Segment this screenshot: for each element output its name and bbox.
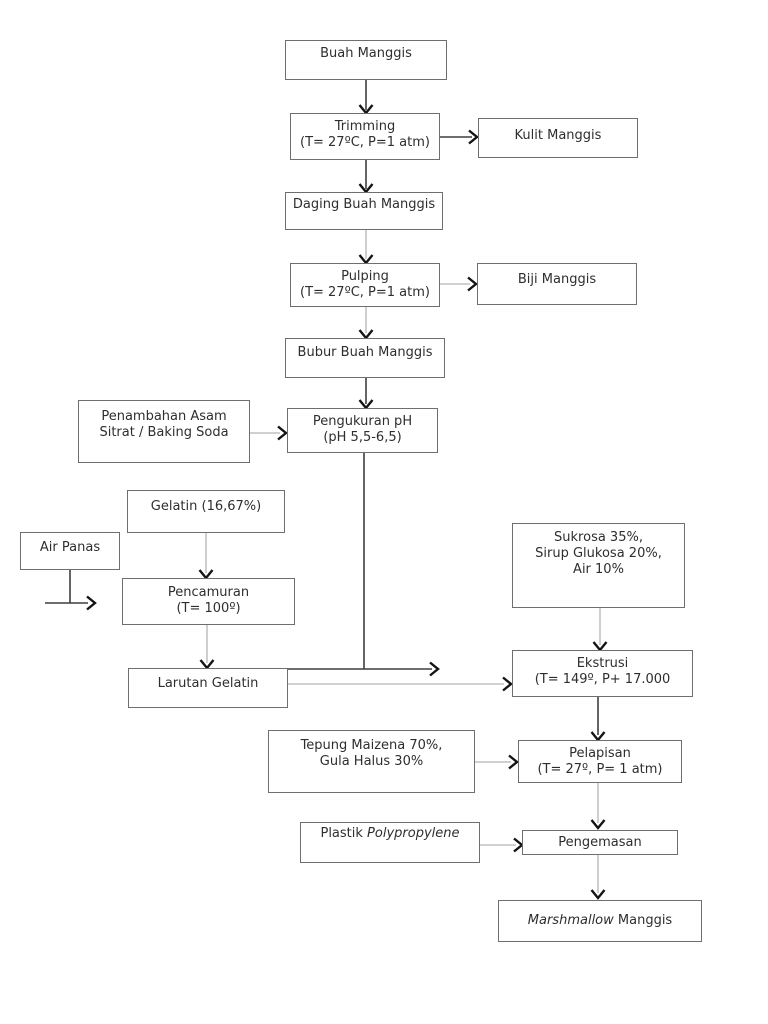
node-sublabel: (T= 27ºC, P=1 atm) [300, 135, 430, 150]
node-label: Kulit Manggis [514, 128, 602, 143]
node-label: Air Panas [39, 540, 101, 555]
node-sublabel: (T= 149º, P+ 17.000 [534, 672, 671, 687]
arrowhead-right [429, 661, 440, 677]
node-label: Larutan Gelatin [157, 676, 259, 691]
arrowhead-right [467, 276, 478, 292]
node-label: Plastik Polypropylene [301, 826, 479, 842]
node-plastik-polypropylene: Plastik Polypropylene [300, 822, 480, 863]
node-sublabel: Sitrat / Baking Soda [99, 425, 229, 440]
node-sublabel: Air 10% [573, 562, 624, 577]
node-label: Bubur Buah Manggis [297, 345, 433, 360]
arrowhead-down [590, 889, 606, 900]
node-penambahan-asam: Penambahan Asam Sitrat / Baking Soda [78, 400, 250, 463]
node-label: Pengemasan [558, 835, 642, 850]
node-label: Pengukuran pH [312, 414, 413, 429]
node-sublabel: (pH 5,5-6,5) [323, 430, 402, 445]
node-pulping: Pulping (T= 27ºC, P=1 atm) [290, 263, 440, 307]
node-label: Gelatin (16,67%) [150, 499, 262, 514]
arrowhead-right [502, 676, 513, 692]
node-label: Daging Buah Manggis [292, 197, 436, 212]
node-sublabel: (T= 27ºC, P=1 atm) [300, 285, 430, 300]
label-italic: Marshmallow [527, 913, 614, 928]
node-daging-buah-manggis: Daging Buah Manggis [285, 192, 443, 230]
label-italic: Polypropylene [367, 826, 460, 841]
node-label: Trimming [334, 119, 396, 134]
arrowhead-right [86, 595, 97, 611]
arrowhead-down [590, 819, 606, 830]
node-sublabel: (T= 27º, P= 1 atm) [537, 762, 663, 777]
node-larutan-gelatin: Larutan Gelatin [128, 668, 288, 708]
node-label: Pelapisan [569, 746, 631, 761]
node-air-panas: Air Panas [20, 532, 120, 570]
node-gelatin: Gelatin (16,67%) [127, 490, 285, 533]
label-prefix: Plastik [320, 826, 368, 841]
node-label: Marshmallow Manggis [499, 913, 701, 929]
node-marshmallow-manggis: Marshmallow Manggis [498, 900, 702, 942]
node-sublabel: (T= 100º) [176, 601, 241, 616]
node-label: Pencamuran [167, 585, 250, 600]
node-trimming: Trimming (T= 27ºC, P=1 atm) [290, 113, 440, 160]
arrowhead-right [468, 129, 479, 145]
node-bubur-buah-manggis: Bubur Buah Manggis [285, 338, 445, 378]
node-label: Penambahan Asam [101, 409, 227, 424]
node-label: Buah Manggis [320, 46, 412, 61]
node-ekstrusi: Ekstrusi (T= 149º, P+ 17.000 [512, 650, 693, 697]
node-buah-manggis: Buah Manggis [285, 40, 447, 80]
node-label: Sukrosa 35%, [554, 530, 643, 545]
node-label: Biji Manggis [517, 272, 597, 287]
arrowhead-right [508, 754, 519, 770]
node-kulit-manggis: Kulit Manggis [478, 118, 638, 158]
node-label: Ekstrusi [576, 656, 629, 671]
node-sukrosa: Sukrosa 35%, Sirup Glukosa 20%, Air 10% [512, 523, 685, 608]
label-suffix: Manggis [613, 913, 673, 928]
node-label: Tepung Maizena 70%, [300, 738, 443, 753]
node-sublabel: Gula Halus 30% [319, 754, 424, 769]
node-pengemasan: Pengemasan [522, 830, 678, 855]
arrowhead-right [277, 425, 288, 441]
node-pencamuran: Pencamuran (T= 100º) [122, 578, 295, 625]
node-tepung-maizena: Tepung Maizena 70%, Gula Halus 30% [268, 730, 475, 793]
node-biji-manggis: Biji Manggis [477, 263, 637, 305]
node-label: Pulping [341, 269, 389, 284]
node-sublabel: Sirup Glukosa 20%, [535, 546, 662, 561]
node-pengukuran-ph: Pengukuran pH (pH 5,5-6,5) [287, 408, 438, 453]
node-pelapisan: Pelapisan (T= 27º, P= 1 atm) [518, 740, 682, 783]
